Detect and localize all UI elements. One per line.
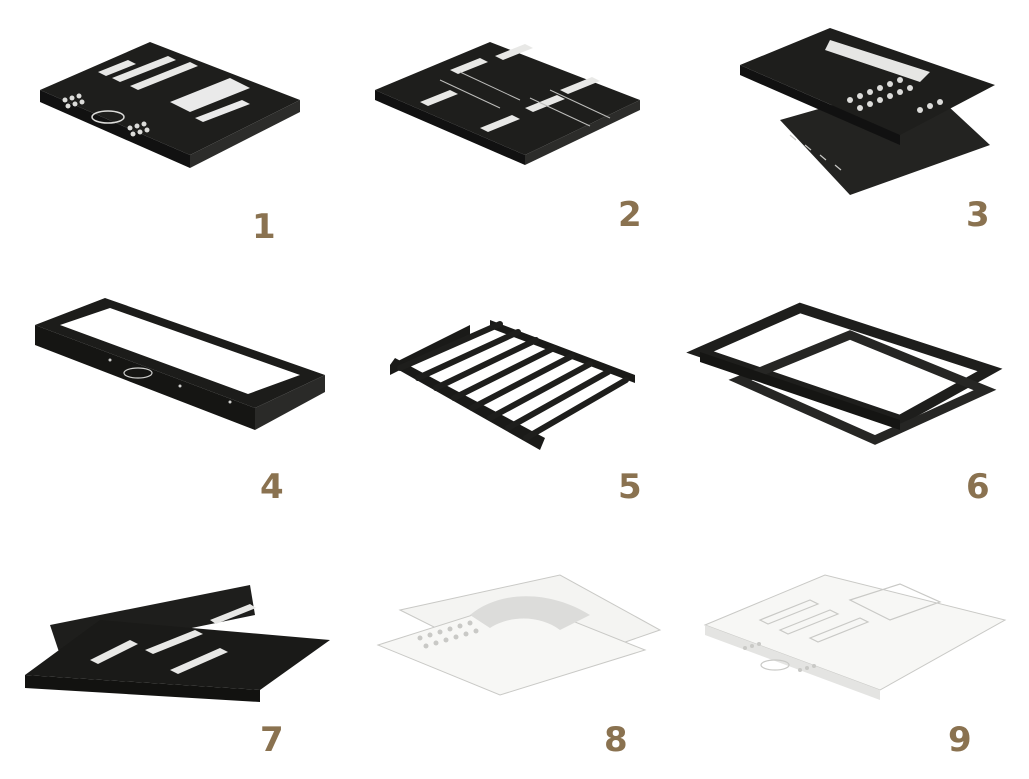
tray-plate-2-image [375,42,640,165]
product-card-8: 8 [360,560,680,770]
item-label-8: 8 [604,720,628,760]
tray-plate-1-image [40,42,300,168]
product-card-9: 9 [700,560,1020,770]
product-card-7: 7 [20,560,340,770]
item-label-3: 3 [966,195,990,235]
product-card-1: 1 [20,20,340,250]
product-card-5: 5 [360,280,680,510]
item-label-6: 6 [966,467,990,507]
item-label-4: 4 [260,467,284,507]
tray-plate-8-image [376,574,662,696]
item-label-1: 1 [252,207,276,247]
item-label-2: 2 [618,195,642,235]
product-card-3: 3 [700,10,1020,250]
tray-plate-9-image [703,574,1007,700]
product-card-2: 2 [360,20,680,250]
tray-plate-5-image [390,320,635,450]
tray-plate-3-image [740,28,995,195]
tray-plate-7-image [25,585,330,702]
product-card-4: 4 [20,280,340,510]
item-label-7: 7 [260,720,284,760]
tray-plate-4-image [35,298,325,430]
product-card-6: 6 [686,280,1020,510]
item-label-5: 5 [618,467,642,507]
item-label-9: 9 [948,720,972,760]
tray-plate-6-image [686,302,1003,445]
